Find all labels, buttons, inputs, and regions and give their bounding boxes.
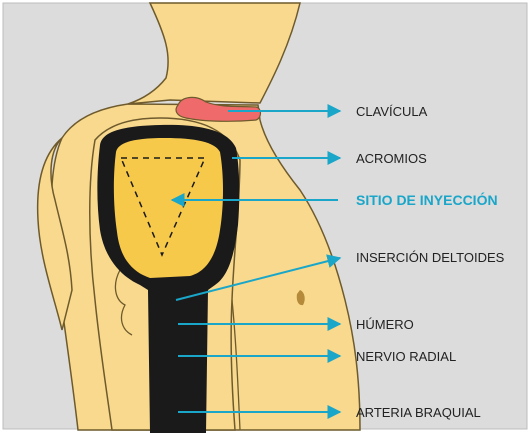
deltoid-muscle	[114, 138, 223, 278]
label-acromios: ACROMIOS	[356, 151, 427, 166]
label-nervio-radial: NERVIO RADIAL	[356, 349, 456, 364]
label-sitio-inyeccion: SITIO DE INYECCIÓN	[356, 191, 498, 208]
label-humero: HÚMERO	[356, 317, 414, 332]
label-arteria-braquial: ARTERIA BRAQUIAL	[356, 405, 481, 420]
label-insercion-deltoides: INSERCIÓN DELTOIDES	[356, 250, 505, 265]
label-clavicula: CLAVÍCULA	[356, 104, 428, 119]
